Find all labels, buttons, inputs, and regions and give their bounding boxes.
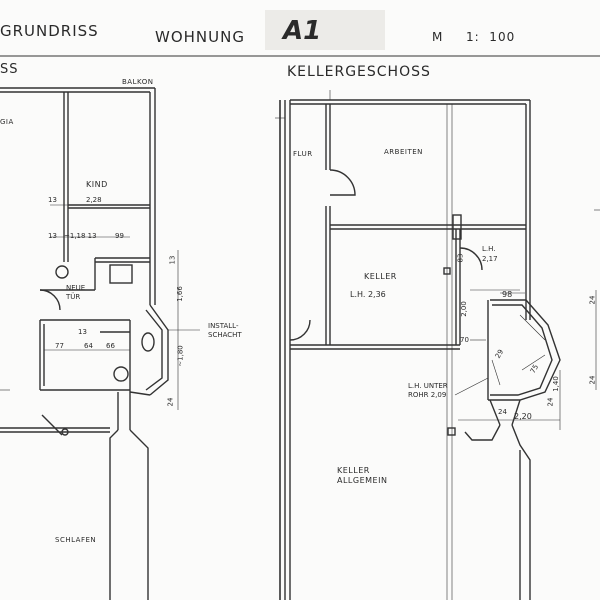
dim-118: ~1,18 13	[64, 232, 97, 240]
room-balcony: BALKON	[122, 78, 154, 86]
room-loggia: GIA	[0, 118, 14, 126]
dim-13a: 13	[48, 196, 57, 204]
room-work: ARBEITEN	[384, 148, 423, 156]
dim-24a: 24	[546, 397, 555, 407]
room-cellar: KELLER	[364, 272, 397, 281]
cellar-height: L.H. 2,36	[350, 290, 386, 299]
room-hall: FLUR	[293, 150, 313, 158]
dim-140: 1,40	[551, 376, 560, 392]
dim-77: 77	[55, 342, 64, 350]
label-lh: L.H.	[482, 245, 496, 253]
dim-13d: 13	[168, 255, 177, 265]
value-lh: 2,17	[482, 255, 498, 263]
dim-13c: 13	[78, 328, 87, 336]
scale-value: 1: 100	[466, 30, 516, 44]
dim-24: 24	[166, 397, 175, 407]
dim-24b: 24	[498, 408, 507, 416]
right-heading: KELLERGESCHOSS	[287, 64, 431, 80]
label-pipe-height: L.H. UNTER ROHR 2,09	[408, 382, 448, 399]
room-kid: KIND	[86, 180, 108, 189]
label-new-door: NEUE TÜR	[66, 284, 86, 301]
dim-98: 98	[502, 290, 513, 299]
dim-166: 1,66	[175, 286, 184, 302]
dim-66: 66	[106, 342, 115, 350]
left-heading: SS	[0, 62, 19, 77]
dim-200: 2,00	[459, 301, 468, 317]
room-bedroom: SCHLAFEN	[55, 536, 97, 544]
apartment-id: A1	[283, 16, 322, 46]
room-cellar-general: KELLER ALLGEMEIN	[337, 466, 388, 485]
dim-83: 83	[456, 253, 465, 263]
dim-kid-width: 2,28	[86, 196, 102, 204]
dim-99: 99	[115, 232, 124, 240]
title-highlight	[265, 10, 385, 50]
title-grundriss: GRUNDRISS	[0, 22, 99, 40]
dim-13b: 13	[48, 232, 57, 240]
scale-label: M	[432, 30, 444, 44]
far-dim-24a: 24	[588, 295, 597, 305]
far-dim-24b: 24	[588, 375, 597, 385]
dim-180: ~1,80	[176, 345, 185, 367]
title-wohnung: WOHNUNG	[155, 28, 245, 46]
label-install-shaft: INSTALL- SCHACHT	[208, 322, 242, 339]
dim-220: 2,20	[514, 412, 532, 421]
dim-70: 70	[460, 336, 469, 344]
dim-64: 64	[84, 342, 93, 350]
